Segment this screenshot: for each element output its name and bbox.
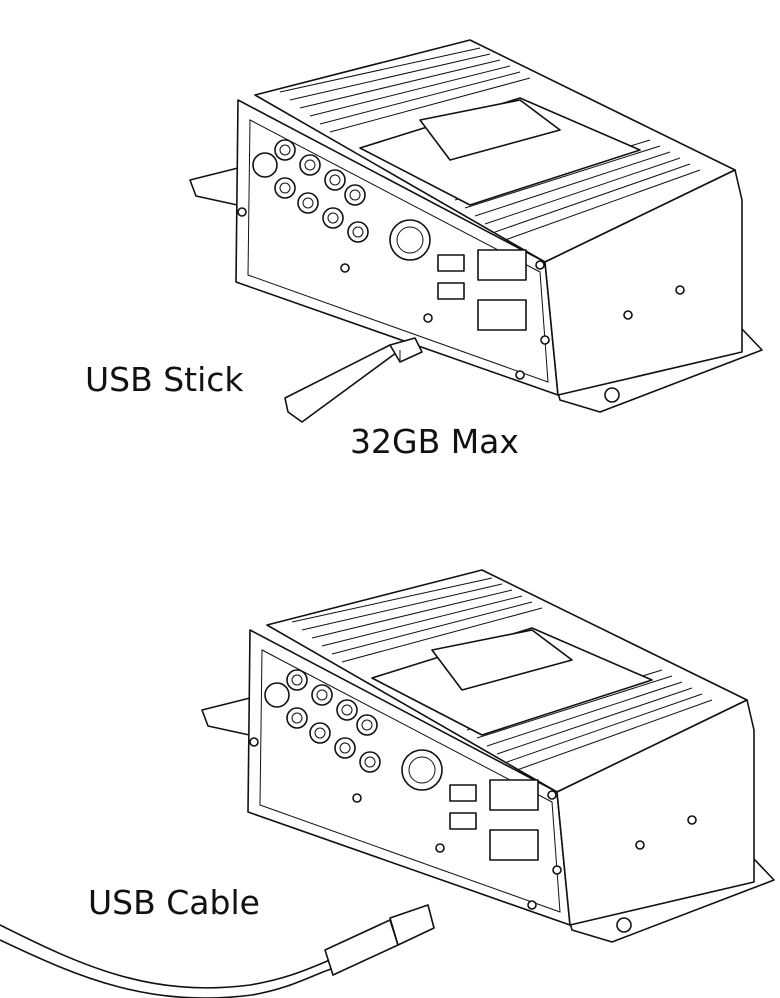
usb-cable-icon: [0, 904, 435, 998]
usb-stick-label: USB Stick: [85, 360, 244, 399]
capacity-label: 32GB Max: [350, 422, 519, 461]
device-unit-icon: [189, 39, 763, 413]
usb-stick-icon: [284, 337, 423, 423]
usb-cable-label: USB Cable: [88, 883, 260, 922]
device-unit-icon: [201, 569, 775, 943]
